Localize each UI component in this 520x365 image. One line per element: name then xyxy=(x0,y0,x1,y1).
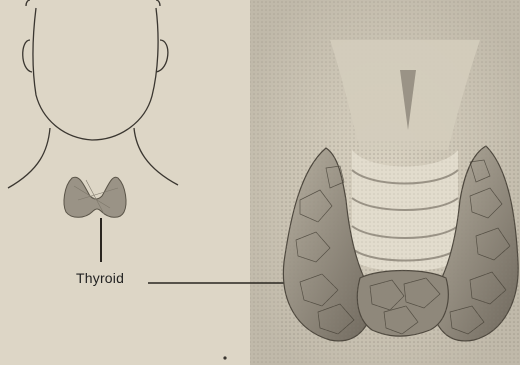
head-outline-icon xyxy=(8,0,178,188)
print-speck xyxy=(223,356,226,359)
thyroid-label: Thyroid xyxy=(76,270,124,286)
thyroid-small-icon xyxy=(64,177,126,217)
